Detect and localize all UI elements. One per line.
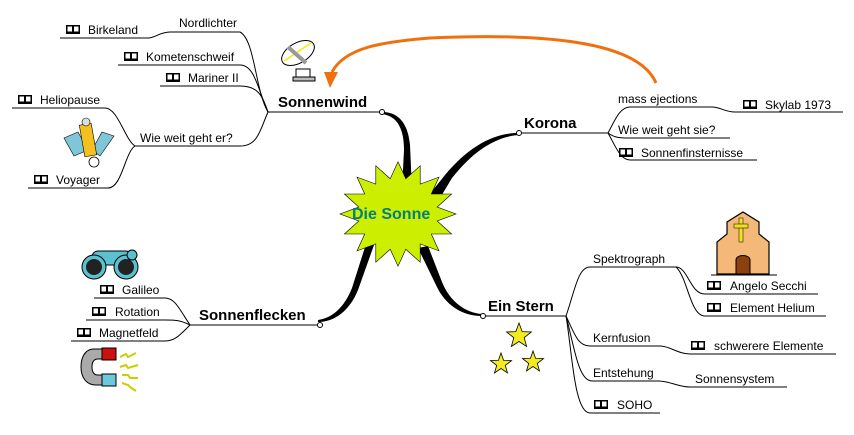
book-icon (619, 148, 633, 157)
topic-sonnenwind[interactable]: Sonnenwind (278, 94, 368, 111)
subtopic-angelo-secchi[interactable]: Angelo Secchi (730, 279, 807, 293)
binoculars-image (81, 249, 139, 280)
satellite-dish-image (281, 40, 316, 82)
center-starburst (339, 161, 457, 267)
book-icon (92, 307, 106, 316)
subtopic-schwerere-elemente[interactable]: schwerere Elemente (714, 339, 824, 353)
book-icon (707, 303, 721, 312)
book-icon (124, 52, 138, 61)
trunk-connectors (318, 112, 518, 322)
book-icon (77, 328, 91, 337)
subtopic-skylab[interactable]: Skylab 1973 (765, 98, 832, 112)
subtopic-soho[interactable]: SOHO (617, 398, 653, 412)
magnet-image (80, 347, 139, 392)
book-icon (743, 100, 757, 109)
subtopic-voyager[interactable]: Voyager (56, 173, 101, 187)
book-icon (34, 175, 48, 184)
subtopic-spektrograph[interactable]: Spektrograph (593, 252, 666, 266)
topic-ein-stern[interactable]: Ein Stern (488, 298, 554, 315)
book-icon (594, 400, 608, 409)
trunk-sonnenflecken (318, 244, 374, 322)
subtopic-kernfusion[interactable]: Kernfusion (593, 331, 651, 345)
subtopic-galileo[interactable]: Galileo (122, 283, 160, 297)
subtopic-element-helium[interactable]: Element Helium (730, 301, 815, 315)
subtopic-entstehung[interactable]: Entstehung (593, 366, 654, 380)
voyager-probe-image (63, 117, 115, 168)
subtopic-nordlichter[interactable]: Nordlichter (179, 16, 238, 30)
book-icon (66, 25, 80, 34)
topic-sonnenflecken[interactable]: Sonnenflecken (199, 307, 306, 324)
book-icon (18, 95, 32, 104)
trunk-korona (425, 133, 518, 200)
book-icon (166, 73, 180, 82)
subtopic-sonnenfinsternisse[interactable]: Sonnenfinsternisse (641, 146, 744, 160)
subtopic-birkeland[interactable]: Birkeland (88, 23, 139, 37)
trunk-stern (418, 246, 482, 316)
subtopic-heliopause[interactable]: Heliopause (40, 93, 101, 107)
subtopic-wie-weit-geht-sie[interactable]: Wie weit geht sie? (618, 123, 716, 137)
book-icon (707, 281, 721, 290)
subtopic-mariner[interactable]: Mariner II (188, 71, 239, 85)
stars-image (489, 321, 545, 374)
church-image (711, 211, 777, 276)
relationship-arrow (324, 35, 658, 88)
branch-lines (12, 31, 843, 414)
book-icon (100, 285, 114, 294)
book-icon (691, 341, 705, 350)
center-topic[interactable]: Die Sonne (352, 206, 431, 223)
subtopic-magnetfeld[interactable]: Magnetfeld (99, 326, 159, 340)
topic-korona[interactable]: Korona (524, 115, 577, 132)
subtopic-rotation[interactable]: Rotation (115, 305, 160, 319)
subtopic-kometenschweif[interactable]: Kometenschweif (146, 50, 235, 64)
subtopic-sonnensystem[interactable]: Sonnensystem (695, 372, 775, 386)
subtopic-wie-weit-geht-er[interactable]: Wie weit geht er? (140, 131, 233, 145)
trunk-sonnenwind (382, 112, 412, 190)
subtopic-mass-ejections[interactable]: mass ejections (618, 92, 698, 106)
